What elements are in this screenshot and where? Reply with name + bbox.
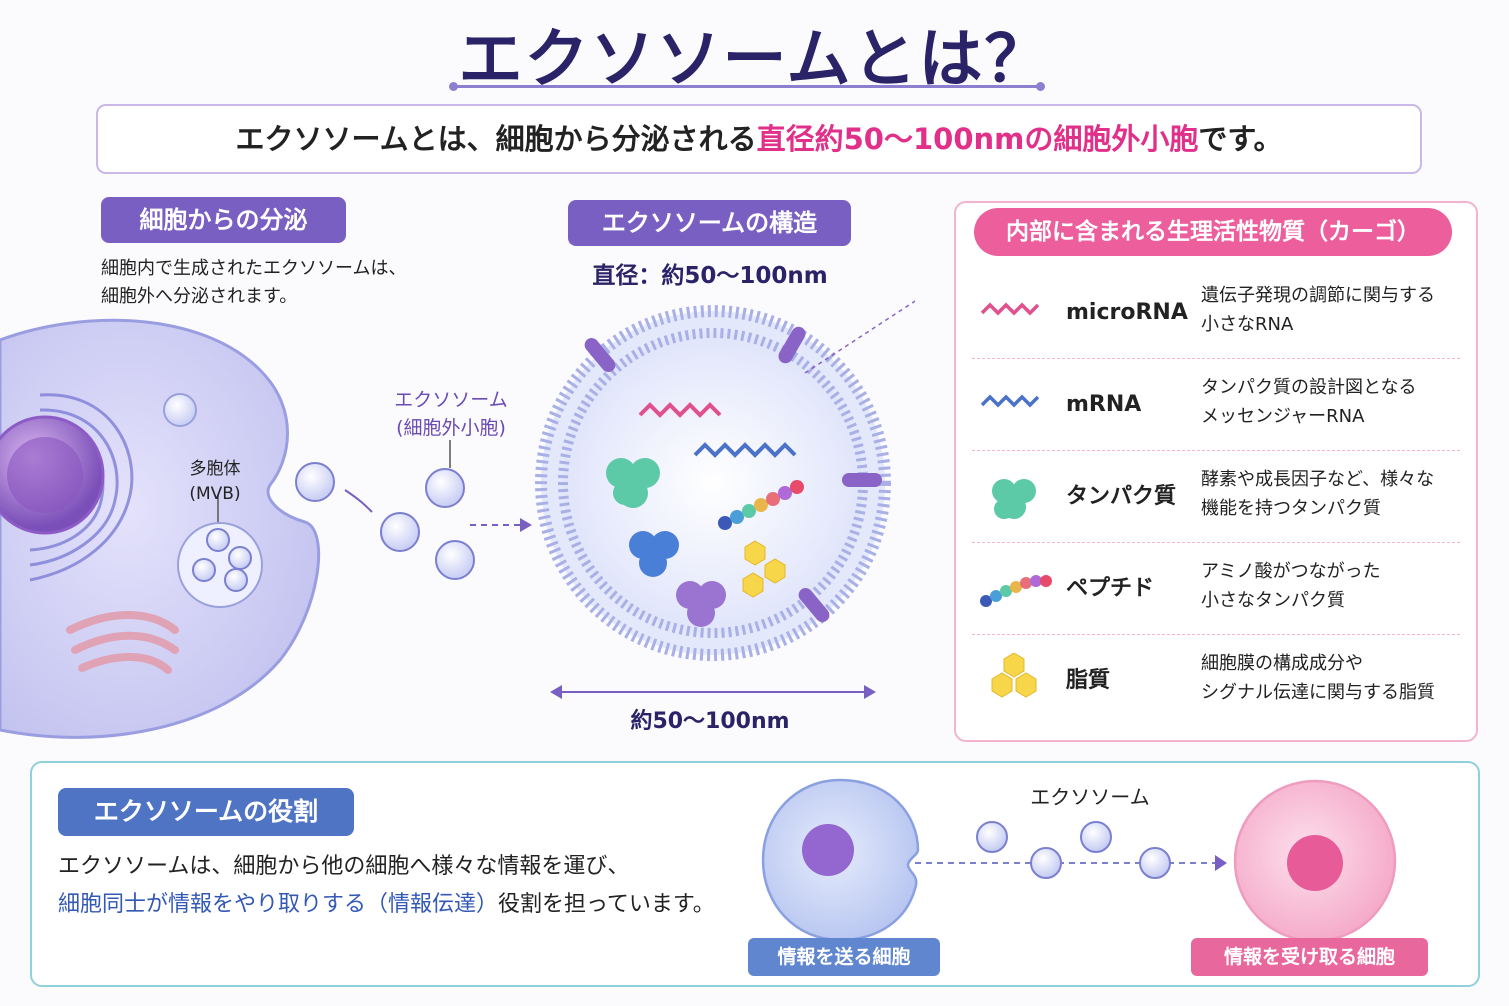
mvb-label: 多胞体 (MVB) (175, 457, 255, 507)
mvb-label-1: 多胞体 (189, 459, 241, 479)
mvb-vesicle (206, 528, 230, 552)
cargo-desc: 細胞膜の構成成分やシグナル伝達に関与する脂質 (1201, 649, 1461, 707)
cargo-desc-2: 機能を持つタンパク質 (1201, 498, 1381, 519)
arrow-head (1215, 855, 1227, 871)
cargo-desc-1: 細胞膜の構成成分や (1201, 653, 1363, 674)
exosome-vesicle (1030, 847, 1062, 879)
intro-highlight: 直径約50〜100nmの細胞外小胞 (756, 122, 1199, 156)
cargo-desc: 遺伝子発現の調節に関与する小さなRNA (1201, 281, 1461, 339)
mvb-vesicle (228, 546, 252, 570)
secreting-cell-illustration (0, 318, 532, 739)
page-title: エクソソームとは？ (458, 23, 1051, 97)
role-exosome-label: エクソソーム (1030, 785, 1150, 809)
title-underline (449, 82, 1045, 91)
exosome-vesicle (1139, 847, 1171, 879)
secretion-arrow (344, 489, 373, 513)
cargo-desc-2: 小さなRNA (1201, 314, 1294, 335)
sender-nucleus (802, 824, 854, 876)
receiver-label: 情報を受け取る細胞 (1191, 938, 1428, 976)
peptide-cargo (718, 480, 804, 530)
cargo-desc-2: メッセンジャーRNA (1201, 406, 1365, 427)
cargo-desc-2: 小さなタンパク質 (1201, 590, 1345, 611)
receiver-nucleus (1287, 835, 1343, 891)
role-heading: エクソソームの役割 (58, 788, 354, 836)
mvb-label-2: (MVB) (189, 484, 241, 504)
cargo-desc: 酵素や成長因子など、様々な機能を持つタンパク質 (1201, 465, 1461, 523)
role-description: エクソソームは、細胞から他の細胞へ様々な情報を運び、 細胞同士が情報をやり取りす… (58, 848, 715, 924)
cargo-desc-1: 酵素や成長因子など、様々な (1201, 469, 1435, 490)
communication-illustration (761, 778, 1227, 942)
mvb-vesicle (224, 568, 248, 592)
cargo-desc: タンパク質の設計図となるメッセンジャーRNA (1201, 373, 1461, 431)
intro-banner: エクソソームとは、細胞から分泌される直径約50〜100nmの細胞外小胞です。 (96, 104, 1422, 174)
golgi-apparatus (66, 611, 179, 674)
intro-prefix: エクソソームとは、細胞から分泌される (235, 122, 757, 156)
role-line2: 細胞同士が情報をやり取りする（情報伝達）役割を担っています。 (58, 886, 715, 924)
secretion-heading: 細胞からの分泌 (101, 197, 346, 243)
structure-heading: エクソソームの構造 (568, 200, 851, 246)
secretion-desc-line2: 細胞外へ分泌されます。 (101, 286, 298, 307)
exosome-vesicle (425, 468, 465, 508)
cargo-name: タンパク質 (1066, 484, 1177, 509)
cargo-pointer (804, 300, 915, 374)
size-label: 約50〜100nm (630, 709, 790, 734)
cargo-heading: 内部に含まれる生理活性物質（カーゴ） (974, 208, 1452, 256)
role-line2-rest: 役割を担っています。 (498, 892, 715, 917)
peptide-icon (980, 575, 1052, 607)
small-vesicle (163, 393, 197, 427)
protein-cargo-green (606, 458, 660, 508)
microrna-cargo (638, 402, 722, 418)
exosome-structure-illustration (535, 300, 915, 661)
exosome-label-1: エクソソーム (394, 389, 508, 411)
arrow-head (520, 518, 532, 532)
cargo-desc-1: 遺伝子発現の調節に関与する (1201, 285, 1435, 306)
cargo-desc-1: アミノ酸がつながった (1201, 561, 1381, 582)
intro-suffix: です。 (1198, 122, 1283, 156)
cargo-row-lipid: 脂質 細胞膜の構成成分やシグナル伝達に関与する脂質 (972, 635, 1460, 726)
cargo-row-microrna: microRNA 遺伝子発現の調節に関与する小さなRNA (972, 267, 1460, 359)
secretion-description: 細胞内で生成されたエクソソームは、 細胞外へ分泌されます。 (101, 255, 406, 311)
cargo-name: microRNA (1066, 300, 1188, 325)
cell-body (0, 318, 321, 739)
mrna-icon (980, 394, 1040, 408)
role-line1: エクソソームは、細胞から他の細胞へ様々な情報を運び、 (58, 854, 630, 879)
exosome-label: エクソソーム (細胞外小胞) (376, 386, 526, 442)
cargo-desc-2: シグナル伝達に関与する脂質 (1201, 682, 1435, 703)
cargo-row-protein: タンパク質 酵素や成長因子など、様々な機能を持つタンパク質 (972, 451, 1460, 543)
structure-diameter: 直径：約50〜100nm (592, 263, 828, 289)
membrane-proteins (584, 326, 882, 622)
cargo-name: 脂質 (1066, 668, 1111, 693)
mrna-cargo (693, 442, 797, 458)
nucleolus (7, 437, 83, 513)
cargo-desc-1: タンパク質の設計図となる (1201, 377, 1417, 398)
role-line2-highlight: 細胞同士が情報をやり取りする（情報伝達） (58, 892, 499, 917)
protein-cargo-blue (629, 531, 679, 577)
size-arrow (550, 685, 876, 699)
exosome-vesicle (1080, 821, 1112, 853)
microrna-icon (980, 302, 1040, 316)
protein-cargo-purple (676, 581, 726, 627)
exosome-vesicle (976, 821, 1008, 853)
exosome-vesicle (380, 512, 420, 552)
receiver-cell (1233, 779, 1397, 943)
cargo-name: mRNA (1066, 392, 1142, 417)
protein-icon (992, 479, 1036, 519)
exosome-vesicle (435, 540, 475, 580)
mvb-vesicle (192, 558, 216, 582)
cargo-desc: アミノ酸がつながった小さなタンパク質 (1201, 557, 1461, 615)
lipid-cargo (742, 540, 786, 598)
cargo-row-mrna: mRNA タンパク質の設計図となるメッセンジャーRNA (972, 359, 1460, 451)
exosome-vesicle (295, 462, 335, 502)
lipid-icon (991, 653, 1037, 698)
cargo-row-peptide: ペプチド アミノ酸がつながった小さなタンパク質 (972, 543, 1460, 635)
cargo-name: ペプチド (1066, 576, 1155, 601)
exosome-label-2: (細胞外小胞) (396, 417, 506, 439)
secretion-desc-line1: 細胞内で生成されたエクソソームは、 (101, 258, 407, 279)
cargo-panel (954, 201, 1478, 742)
sender-label: 情報を送る細胞 (748, 938, 940, 976)
